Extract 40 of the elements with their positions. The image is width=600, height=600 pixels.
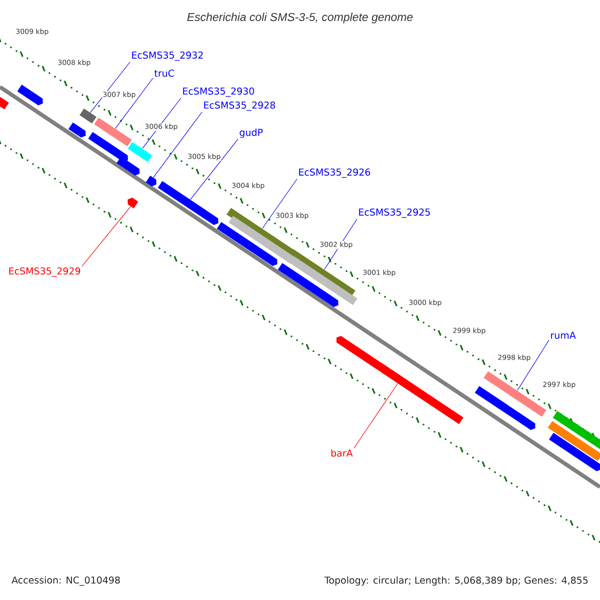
gene-label: EcSMS35_2929 xyxy=(9,267,80,277)
gene-bar xyxy=(552,411,600,451)
gene-block xyxy=(17,84,43,106)
accession-text: Accession: NC_010498 xyxy=(12,576,120,586)
gene-block xyxy=(146,176,156,186)
gene-block xyxy=(549,432,600,472)
gene-block xyxy=(474,386,536,430)
gene-label: EcSMS35_2925 xyxy=(359,208,430,218)
gene-bar xyxy=(548,421,600,461)
gene-bar xyxy=(128,142,152,162)
gene-block xyxy=(158,181,218,225)
gene-block xyxy=(216,222,278,266)
gene-label: EcSMS35_2928 xyxy=(204,102,276,111)
leader-line xyxy=(115,78,154,129)
leader-line xyxy=(190,138,238,200)
leader-line xyxy=(262,178,298,229)
leader-line xyxy=(82,206,131,266)
gene-block xyxy=(68,122,86,138)
gene-block xyxy=(336,336,464,424)
gene-block xyxy=(0,96,9,110)
gene-label: barA xyxy=(331,449,353,457)
gene-block xyxy=(278,263,338,307)
leader-line xyxy=(354,383,398,448)
gene-label: truC xyxy=(154,70,174,77)
gene-label: EcSMS35_2926 xyxy=(299,168,370,178)
title: Escherichia coli SMS-3-5, complete genome xyxy=(187,12,413,24)
leader-line xyxy=(517,340,550,391)
leader-line xyxy=(90,62,130,113)
gene-label: gudP xyxy=(240,128,263,138)
gene-block xyxy=(88,132,128,162)
gene-block xyxy=(128,198,138,208)
gene-bar xyxy=(80,108,96,124)
gene-label: EcSMS35_2930 xyxy=(183,88,254,97)
genome-info-text: Topology: circular; Length: 5,068,389 bp; Genes: 4,855 xyxy=(324,576,588,586)
gene-label: EcSMS35_2932 xyxy=(132,52,203,61)
gene-bar xyxy=(94,118,132,146)
gene-label: rumA xyxy=(551,332,576,339)
gene-block xyxy=(116,156,140,176)
gene-bar xyxy=(290,256,358,306)
leader-line xyxy=(153,112,202,178)
